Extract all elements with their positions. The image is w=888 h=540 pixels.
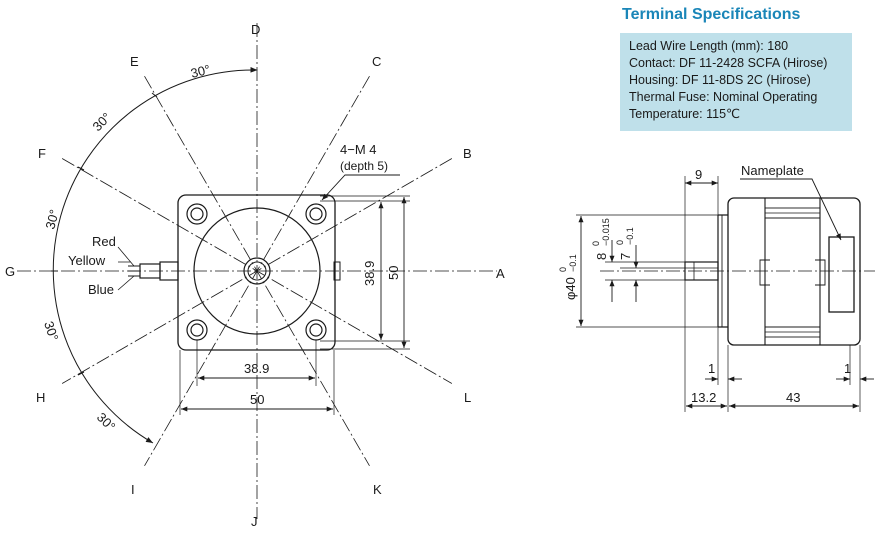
screw-note: 4−M 4 [340,142,377,157]
spec-housing: Housing: DF 11-8DS 2C (Hirose) [629,73,811,87]
dim-width-horizontal: 50 [250,392,264,407]
shaft-7-dim: 7 [618,253,633,260]
axis-label-I: I [131,482,135,497]
dim-vertical [320,195,410,350]
spec-thermal-fuse: Thermal Fuse: Nominal Operating [629,90,818,104]
wire-label-yellow: Yellow [68,253,106,268]
arc-ticks [51,92,158,376]
pilot-tol-upper: 0 [558,267,568,272]
angle-label-4: 30° [41,319,61,342]
shaft-7-tol-upper: 0 [615,240,625,245]
axis-label-G: G [5,264,15,279]
shaft-8-dim: 8 [594,253,609,260]
wire-label-red: Red [92,234,116,249]
axis-label-A: A [496,266,505,281]
angle-arc [52,67,258,444]
spec-box: Lead Wire Length (mm): 180 Contact: DF 1… [620,33,852,131]
shaft-outer [243,257,271,285]
pilot-dia-dim: φ40 [563,277,578,300]
motor-body [727,197,861,346]
dim-1-right: 1 [844,361,851,376]
dim-pitch-horizontal: 38.9 [244,361,269,376]
shaft-8-tol-upper: 0 [591,241,601,246]
angle-label-3: 30° [42,208,62,231]
dim-9: 9 [695,167,702,182]
pilot-circle [193,207,321,335]
dim-horizontal [179,340,335,415]
pilot-tol-lower: −0.1 [568,254,578,272]
angle-label-5: 30° [94,410,119,435]
angle-label-1: 30° [189,62,212,81]
wire-label-blue: Blue [88,282,114,297]
dim-13-2: 13.2 [691,390,716,405]
shaft-7-tol-lower: −0.1 [625,227,635,245]
dim-43: 43 [786,390,800,405]
axis-label-J: J [251,514,258,529]
axis-label-C: C [372,54,381,69]
shaft-8-tol-lower: −0.015 [601,218,611,246]
dim-width-vertical: 50 [386,266,401,280]
side-view [576,176,875,412]
spec-temperature: Temperature: 115℃ [629,107,741,121]
axis-label-E: E [130,54,139,69]
axis-label-L: L [464,390,471,405]
spec-lead-wire: Lead Wire Length (mm): 180 [629,39,789,53]
axis-label-F: F [38,146,46,161]
spec-contact: Contact: DF 11-2428 SCFA (Hirose) [629,56,828,70]
screw-depth: (depth 5) [340,159,388,173]
front-view [17,23,497,519]
axis-label-D: D [251,22,260,37]
spec-title: Terminal Specifications [622,6,801,23]
radial-center-lines [17,23,497,519]
front-view-labels: D E C F B G A H L I K J 30° 30° 30° 30° … [5,22,505,529]
shaft-inner [247,261,267,281]
nameplate-label: Nameplate [741,163,804,178]
nameplate [828,236,855,313]
side-view-labels: 9 Nameplate 8 0 −0.015 7 0 −0.1 φ40 0 −0… [558,163,851,405]
dim-pitch-vertical: 38.9 [362,261,377,286]
axis-label-H: H [36,390,45,405]
dim-1-left: 1 [708,361,715,376]
axis-label-B: B [463,146,472,161]
axis-label-K: K [373,482,382,497]
screw-leader [321,174,400,201]
